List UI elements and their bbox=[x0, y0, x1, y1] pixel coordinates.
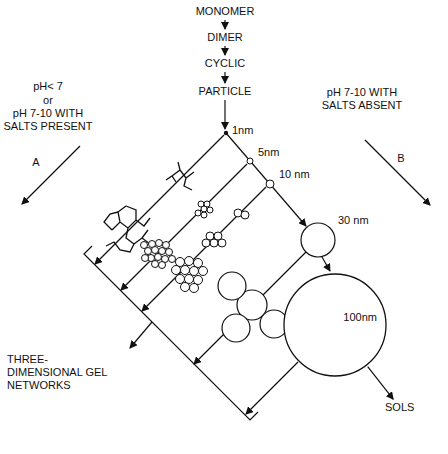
sol-particle-circle: 100nm bbox=[283, 273, 387, 377]
connector-arrow bbox=[368, 367, 393, 400]
node-text: 100nm bbox=[343, 311, 377, 324]
particle-cluster bbox=[141, 201, 214, 269]
condition-text: pH 7-10 WITH SALTS PRESENT bbox=[0, 107, 96, 133]
node-text: SOLS bbox=[385, 401, 414, 414]
arrow bbox=[224, 100, 225, 129]
node-text: THREE-DIMENSIONAL GEL NETWORKS bbox=[7, 353, 119, 392]
path-b-arrow bbox=[365, 140, 430, 205]
path-letter: A bbox=[30, 156, 42, 169]
size-label: 10 nm bbox=[279, 168, 310, 181]
node-text: CYCLIC bbox=[205, 57, 245, 70]
node-text: MONOMER bbox=[196, 5, 255, 18]
connector-arrow bbox=[224, 20, 225, 29]
particle-circle bbox=[301, 223, 335, 257]
connector-arrow bbox=[224, 46, 225, 55]
aggregate-circles bbox=[218, 272, 288, 342]
particle-circle bbox=[247, 158, 253, 164]
size-label: 30 nm bbox=[338, 214, 369, 227]
condition-text: pH 7-10 WITH SALTS ABSENT bbox=[312, 86, 412, 112]
bracket bbox=[84, 246, 258, 420]
particle-dot bbox=[224, 131, 228, 135]
growth-line bbox=[322, 257, 330, 271]
size-label: 5nm bbox=[258, 146, 279, 159]
path-a-arrow bbox=[22, 146, 80, 204]
size-label: 1nm bbox=[232, 124, 253, 137]
aggregation-line bbox=[95, 135, 224, 264]
chain-cluster bbox=[104, 162, 194, 252]
condition-text: or bbox=[18, 94, 78, 107]
aggregation-line bbox=[121, 164, 247, 290]
arrow bbox=[130, 322, 152, 348]
condition-text: pH< 7 bbox=[18, 80, 78, 93]
node-text: PARTICLE bbox=[199, 85, 252, 98]
stage-text: PARTICLE bbox=[196, 84, 255, 99]
connector-arrow bbox=[224, 72, 225, 83]
stage-text: CYCLIC bbox=[202, 56, 248, 71]
circle-outline bbox=[283, 273, 387, 377]
circle-outline bbox=[284, 274, 386, 376]
stage-text: MONOMER bbox=[193, 4, 258, 19]
outcome-text: THREE-DIMENSIONAL GEL NETWORKS bbox=[4, 352, 122, 393]
path-letter: B bbox=[395, 152, 407, 165]
aggregation-line bbox=[246, 362, 298, 414]
outcome-text: SOLS bbox=[382, 400, 417, 415]
stage-text: DIMER bbox=[204, 30, 245, 45]
particle-circle bbox=[266, 180, 274, 188]
node-text: DIMER bbox=[207, 31, 242, 44]
